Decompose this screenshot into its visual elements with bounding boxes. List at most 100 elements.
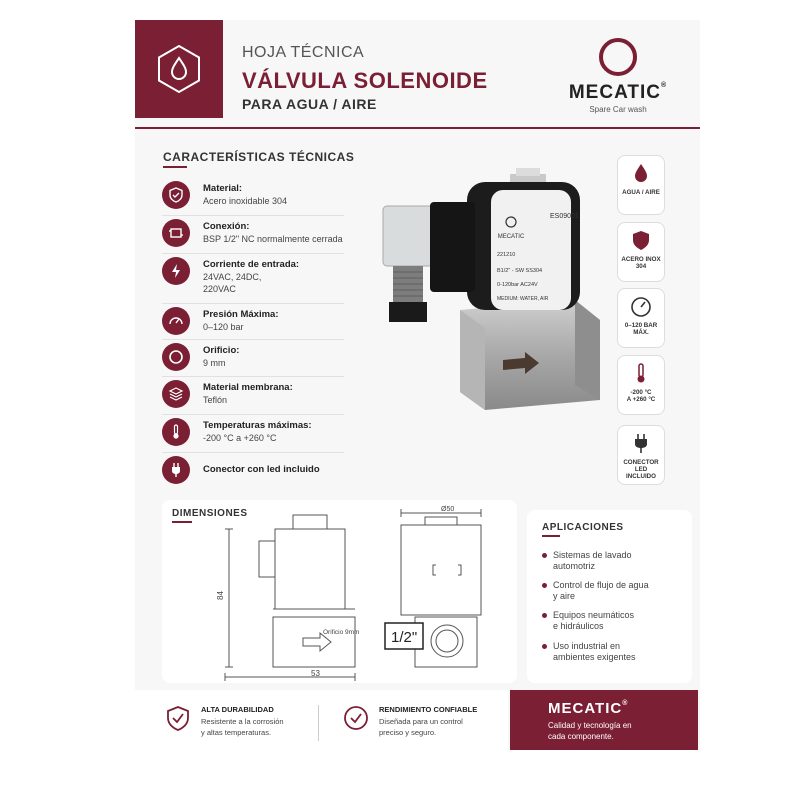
orifice-label: Orificio 9mm [323,629,359,636]
footer-item-title: ALTA DURABILIDAD [201,705,274,714]
footer-item-desc: Diseñada para un control preciso y segur… [379,717,463,737]
applications-title-underline [542,535,560,537]
logo-ring-icon [599,38,637,76]
spec-value: -200 °C a +260 °C [203,433,277,443]
spec-row: Presión Máxima: 0–120 bar [162,307,352,335]
spec-row: Material: Acero inoxidable 304 [162,181,352,209]
width-dimension-label: 53 [311,669,320,678]
dimension-drawing: 84 53 Ø50 Orificio 9mm 1/2" [216,506,482,681]
footer-brand-name: MECATIC® [548,700,629,717]
label-code: ES09001 [550,213,579,220]
spec-value: 24VAC, 24DC, 220VAC [203,272,262,294]
height-dimension-label: 84 [216,591,225,600]
spec-value: Acero inoxidable 304 [203,196,288,206]
bullet-dot-icon [542,613,547,618]
footer-brand-tagline: Calidad y tecnología en cada componente. [548,721,632,741]
application-item: Sistemas de lavado automotriz [542,550,673,572]
label-line4: MEDIUM: WATER, AIR [497,296,549,302]
shield-check-icon [162,181,190,209]
application-text: Control de flujo de agua y aire [553,580,649,601]
spec-divider [162,376,344,377]
gauge-icon [162,307,190,335]
brand-logo: MECATIC® Spare Car wash [568,38,668,114]
footer-item-durability: ALTA DURABILIDAD Resistente a la corrosi… [165,705,284,738]
specs-title-underline [163,166,187,168]
spec-row: Corriente de entrada: 24VAC, 24DC, 220VAC [162,257,352,295]
page-title: VÁLVULA SOLENOIDE [242,68,488,93]
page-subtitle: PARA AGUA / AIRE [242,96,377,112]
lightning-icon [162,257,190,285]
spec-divider [162,303,344,304]
label-line3: 0-120bar AC24V [497,282,538,288]
footer-item-title: RENDIMIENTO CONFIABLE [379,705,478,714]
spec-label: Corriente de entrada: [203,259,300,270]
spec-label: Conector con led incluido [203,464,320,475]
water-drop-hexagon-icon [158,44,200,94]
specs-title: CARACTERÍSTICAS TÉCNICAS [163,150,355,164]
bullet-dot-icon [542,583,547,588]
header-text: HOJA TÉCNICA VÁLVULA SOLENOIDE PARA AGUA… [242,44,488,112]
feature-badge-label: AGUA / AIRE [622,189,660,196]
layers-icon [162,380,190,408]
application-item: Equipos neumáticos e hidráulicos [542,610,673,632]
spec-label: Orificio: [203,345,240,356]
spec-divider [162,253,344,254]
spec-label: Material membrana: [203,382,293,393]
spec-divider [162,215,344,216]
thermometer-icon [618,356,664,389]
thread-size-label: 1/2" [391,629,417,646]
feature-badge: -200 °C A +260 °C [617,355,665,415]
application-item: Uso industrial en ambientes exigentes [542,641,673,663]
bullet-dot-icon [542,644,547,649]
spec-row: Temperaturas máximas: -200 °C a +260 °C [162,418,352,446]
spec-row: Conexión: BSP 1/2" NC normalmente cerrada [162,219,352,247]
footer-bar [135,690,508,750]
header-kicker: HOJA TÉCNICA [242,44,365,61]
shield-check-icon [167,706,189,731]
spec-value: Teflón [203,395,228,405]
spec-label: Material: [203,183,243,194]
dimensions-title: DIMENSIONES [172,508,248,519]
spec-divider [162,452,344,453]
top-width-dimension-label: Ø50 [441,506,454,513]
label-line2: B1/2" - SW SS304 [497,268,542,274]
footer-divider [318,705,319,741]
header-divider [135,127,700,129]
spec-divider [162,414,344,415]
footer-item-desc: Resistente a la corrosión y altas temper… [201,717,284,737]
application-text: Uso industrial en ambientes exigentes [553,641,636,662]
shield-icon [618,223,664,256]
plug-icon [618,426,664,459]
spec-label: Presión Máxima: [203,309,279,320]
pipe-fitting-icon [162,219,190,247]
thermometer-icon [162,418,190,446]
logo-tagline: Spare Car wash [589,105,647,114]
spec-value: BSP 1/2" NC normalmente cerrada [203,234,343,244]
applications-panel [527,510,692,683]
gauge-icon [618,289,664,322]
feature-badge-label: ACERO INOX 304 [621,256,661,270]
applications-title: APLICACIONES [542,522,624,533]
application-text: Equipos neumáticos e hidráulicos [553,610,635,631]
application-item: Control de flujo de agua y aire [542,580,673,602]
spec-label: Conexión: [203,221,250,232]
spec-row: Conector con led incluido [162,456,352,484]
solenoid-valve-image: ES09001 MECATIC 221210 B1/2" - SW SS304 … [382,168,600,410]
label-line1: 221210 [497,252,515,258]
footer-item-reliability: RENDIMIENTO CONFIABLE Diseñada para un c… [343,705,477,738]
spec-row: Material membrana: Teflón [162,380,352,408]
feature-badge-label: 0–120 BAR MÁX. [624,322,658,336]
feature-badge: CONECTOR LED INCLUIDO [617,425,665,485]
plug-icon [162,456,190,484]
spec-label: Temperaturas máximas: [203,420,312,431]
spec-divider [162,339,344,340]
bullet-dot-icon [542,553,547,558]
check-circle-icon [344,706,368,730]
footer-brand-panel: MECATIC® Calidad y tecnología en cada co… [510,690,698,750]
feature-badge: ACERO INOX 304 [617,222,665,282]
spec-value: 9 mm [203,358,226,368]
spec-value: 0–120 bar [203,322,244,332]
feature-badge-label: CONECTOR LED INCLUIDO [623,459,659,480]
circle-icon [162,343,190,371]
water-drop-icon [618,156,664,189]
